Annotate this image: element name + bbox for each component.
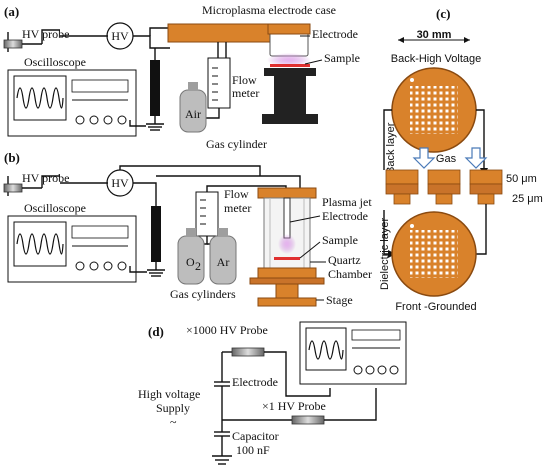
sample-a	[270, 64, 310, 67]
panel-d: (d) ×1000 HV Probe Electrode High voltag…	[138, 321, 407, 465]
hv-source-a-label: HV	[111, 29, 129, 43]
panel-a: (a) HV probe HV Oscilloscope	[3, 3, 360, 151]
panel-b: (b) HV probe HV Oscilloscope	[3, 150, 372, 307]
ar-label: Ar	[217, 255, 230, 269]
panel-c: (c) 30 mm Back-High Voltage Back layer G…	[379, 6, 543, 313]
oscilloscope-b-wave	[16, 233, 64, 255]
dim-50-label: 50 μm	[506, 173, 537, 185]
panel-a-tag: (a)	[4, 4, 19, 19]
gas-cylinders-label: Gas cylinders	[170, 287, 236, 301]
gas-arrow-right	[464, 147, 488, 169]
stage-a	[264, 68, 316, 76]
capacitor-b	[151, 206, 161, 262]
panel-c-tag: (c)	[436, 6, 450, 21]
hv-supply-tilde: ~	[170, 415, 177, 429]
o2-label: O	[186, 255, 195, 269]
capacitor-d-label-1: Capacitor	[232, 429, 279, 443]
chamber-top-plate	[257, 187, 317, 199]
flow-meter-a-label-2: meter	[232, 86, 259, 100]
oscilloscope-a-label: Oscilloscope	[24, 55, 86, 69]
hv-probe-a-label: HV probe	[22, 27, 69, 41]
quartz-label-1: Quartz	[328, 253, 361, 267]
oscilloscope-b-label: Oscilloscope	[24, 201, 86, 215]
panel-b-tag: (b)	[4, 150, 20, 165]
hv-probe-b-label: HV probe	[22, 171, 69, 185]
stage-label: Stage	[326, 293, 353, 307]
gas-arrow-left	[412, 147, 436, 169]
size-label: 30 mm	[417, 29, 452, 41]
flow-meter-a	[207, 57, 231, 109]
capacitor-d-label-2: 100 nF	[236, 443, 270, 457]
dim-25-label: 25 μm	[512, 193, 543, 205]
back-layer-label: Back layer	[385, 122, 397, 174]
hv-source-b-label: HV	[111, 176, 129, 190]
flow-meter-a-label-1: Flow	[232, 73, 257, 87]
hv-probe-1000	[231, 347, 265, 357]
oscilloscope-a-wave	[16, 87, 64, 109]
front-electrode-grid	[410, 230, 458, 278]
case-label: Microplasma electrode case	[202, 3, 336, 17]
electrode-cross-section	[385, 169, 503, 205]
electrode-d-label: Electrode	[232, 375, 278, 389]
sample-b-label: Sample	[322, 233, 358, 247]
plasma-a	[267, 53, 311, 67]
hv-probe-1	[291, 415, 325, 425]
gas-cylinder-label: Gas cylinder	[206, 137, 267, 151]
plasma-jet-electrode	[283, 197, 291, 239]
back-high-voltage-label: Back-High Voltage	[391, 53, 482, 65]
front-grounded-label: Front -Grounded	[395, 301, 476, 313]
flow-meter-b-label-1: Flow	[224, 187, 249, 201]
oscilloscope-d-screen	[305, 327, 347, 371]
quartz-label-2: Chamber	[328, 267, 372, 281]
panel-d-tag: (d)	[148, 324, 164, 339]
gas-label: Gas	[436, 153, 457, 165]
electrode-b-label: Electrode	[322, 209, 368, 223]
air-label: Air	[185, 107, 201, 121]
capacitor-a	[150, 60, 160, 116]
electrode-a-label: Electrode	[312, 27, 358, 41]
o2-subscript: 2	[195, 259, 201, 273]
hv-supply-label-2: Supply	[156, 401, 190, 415]
sample-b	[274, 257, 300, 260]
hv-supply-label-1: High voltage	[138, 387, 200, 401]
probe-1000-label: ×1000 HV Probe	[186, 323, 268, 337]
back-electrode-grid	[410, 86, 458, 134]
sample-a-label: Sample	[324, 51, 360, 65]
oscilloscope-b-screen	[13, 221, 67, 267]
stage-b	[249, 277, 325, 285]
hv-probe-b: HV probe	[3, 171, 69, 196]
oscilloscope-d-wave	[308, 340, 344, 360]
flow-meter-b-label-2: meter	[224, 201, 251, 215]
probe-1-label: ×1 HV Probe	[262, 399, 326, 413]
oscilloscope-a-screen	[13, 75, 67, 121]
plasma-jet	[278, 234, 296, 254]
flow-meter-b	[195, 191, 219, 237]
plasma-jet-label: Plasma jet	[322, 195, 372, 209]
hv-probe-a: HV probe	[3, 27, 69, 52]
